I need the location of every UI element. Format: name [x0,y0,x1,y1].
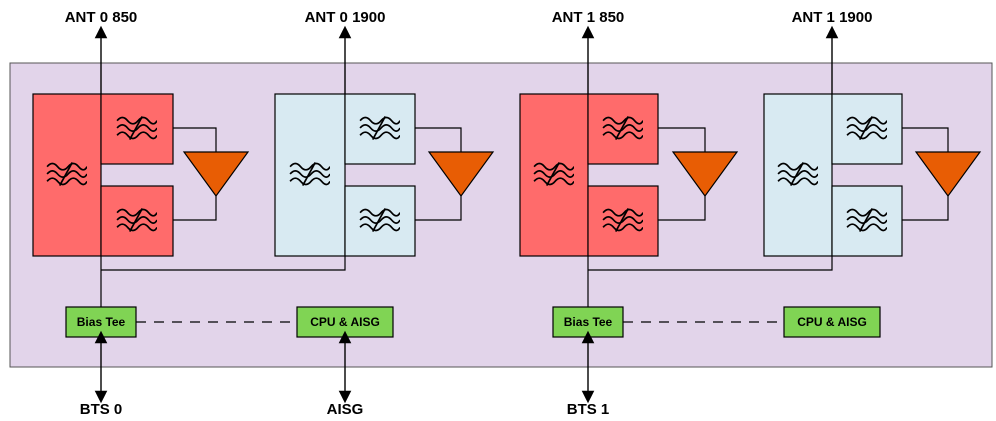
connector-line [173,196,217,221]
filter-group-ant0-850 [32,93,250,257]
upper-filter [587,93,659,165]
port-label: AISG [327,401,364,418]
cpu-aisg-box [783,306,881,338]
connector-line [658,196,706,221]
bus-line [101,256,346,271]
filter-group-ant0-1900 [274,93,495,257]
bus-line [588,256,833,271]
connector-line [173,127,217,152]
antenna-label: ANT 1 850 [552,9,625,26]
amplifier-triangle-icon [182,151,250,198]
connector-line [658,127,706,152]
connector-line [415,196,462,221]
filter-group-ant1-1900 [763,93,982,257]
cpu-aisg-label: CPU & AISG [310,315,380,329]
bias-tee-label: Bias Tee [564,315,613,329]
port-label: BTS 1 [567,401,610,418]
filter-group-ant1-850 [519,93,739,257]
connector-line [902,127,949,152]
cpu-aisg-label: CPU & AISG [797,315,867,329]
amplifier-triangle-icon [671,151,739,198]
antenna-label: ANT 1 1900 [792,9,873,26]
connector-line [415,127,462,152]
port-label: BTS 0 [80,401,123,418]
antenna-label: ANT 0 1900 [305,9,386,26]
connector-line [902,196,949,221]
antenna-label: ANT 0 850 [65,9,138,26]
amplifier-triangle-icon [914,151,982,198]
bias-tee-label: Bias Tee [77,315,126,329]
amplifier-triangle-icon [427,151,495,198]
